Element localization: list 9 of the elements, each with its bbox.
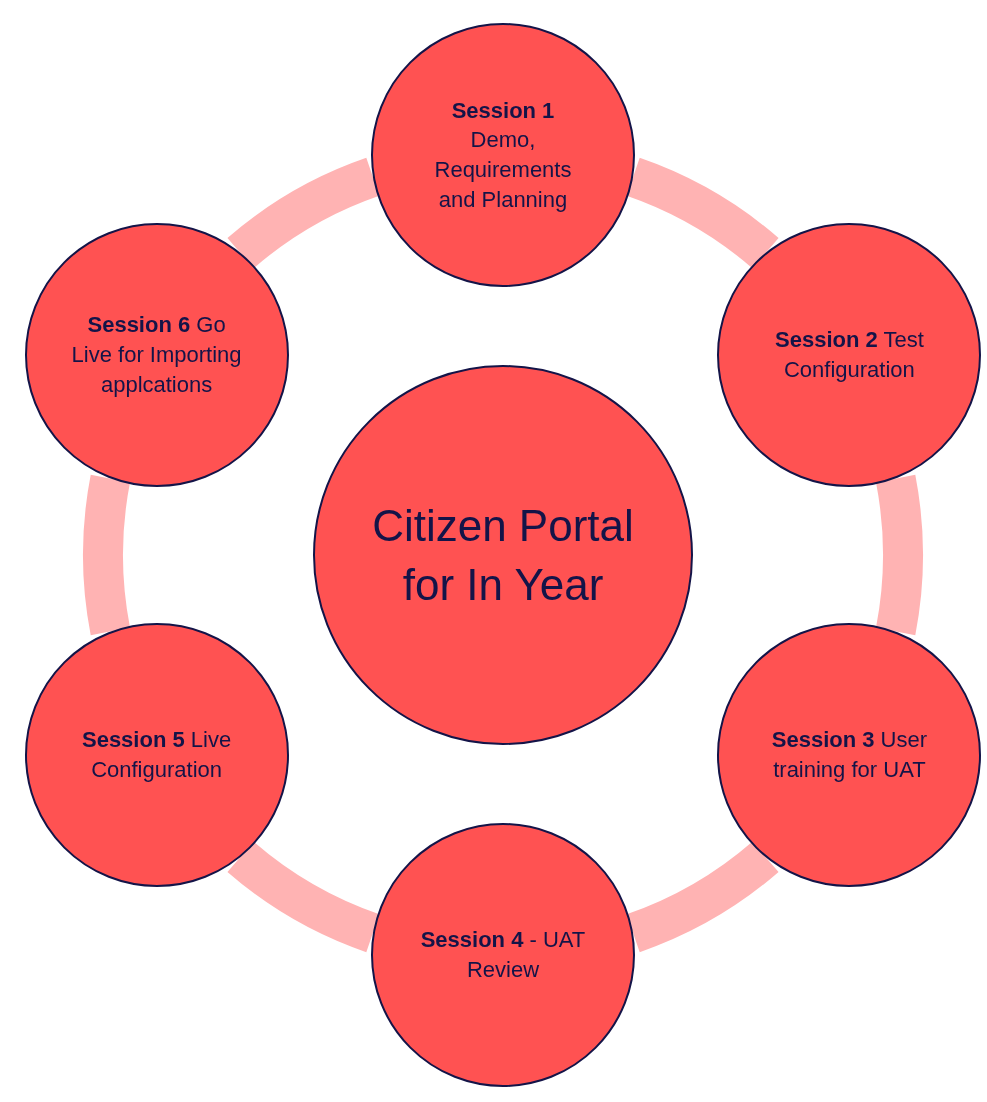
session-label: Session 6 Go Live for Importing applcations <box>71 311 242 399</box>
ring-connector <box>875 475 923 635</box>
ring-connector <box>83 475 131 635</box>
session-label: Session 2 Test Configuration <box>774 326 925 384</box>
session-label: Session 4 - UAT Review <box>419 926 587 984</box>
hub-label: Citizen Portal for In Year <box>371 499 635 611</box>
session-label: Session 1 Demo, Requirements and Planning <box>433 96 573 214</box>
session-label: Session 5 Live Configuration <box>80 726 233 784</box>
session-label: Session 3 User training for UAT <box>770 726 929 784</box>
